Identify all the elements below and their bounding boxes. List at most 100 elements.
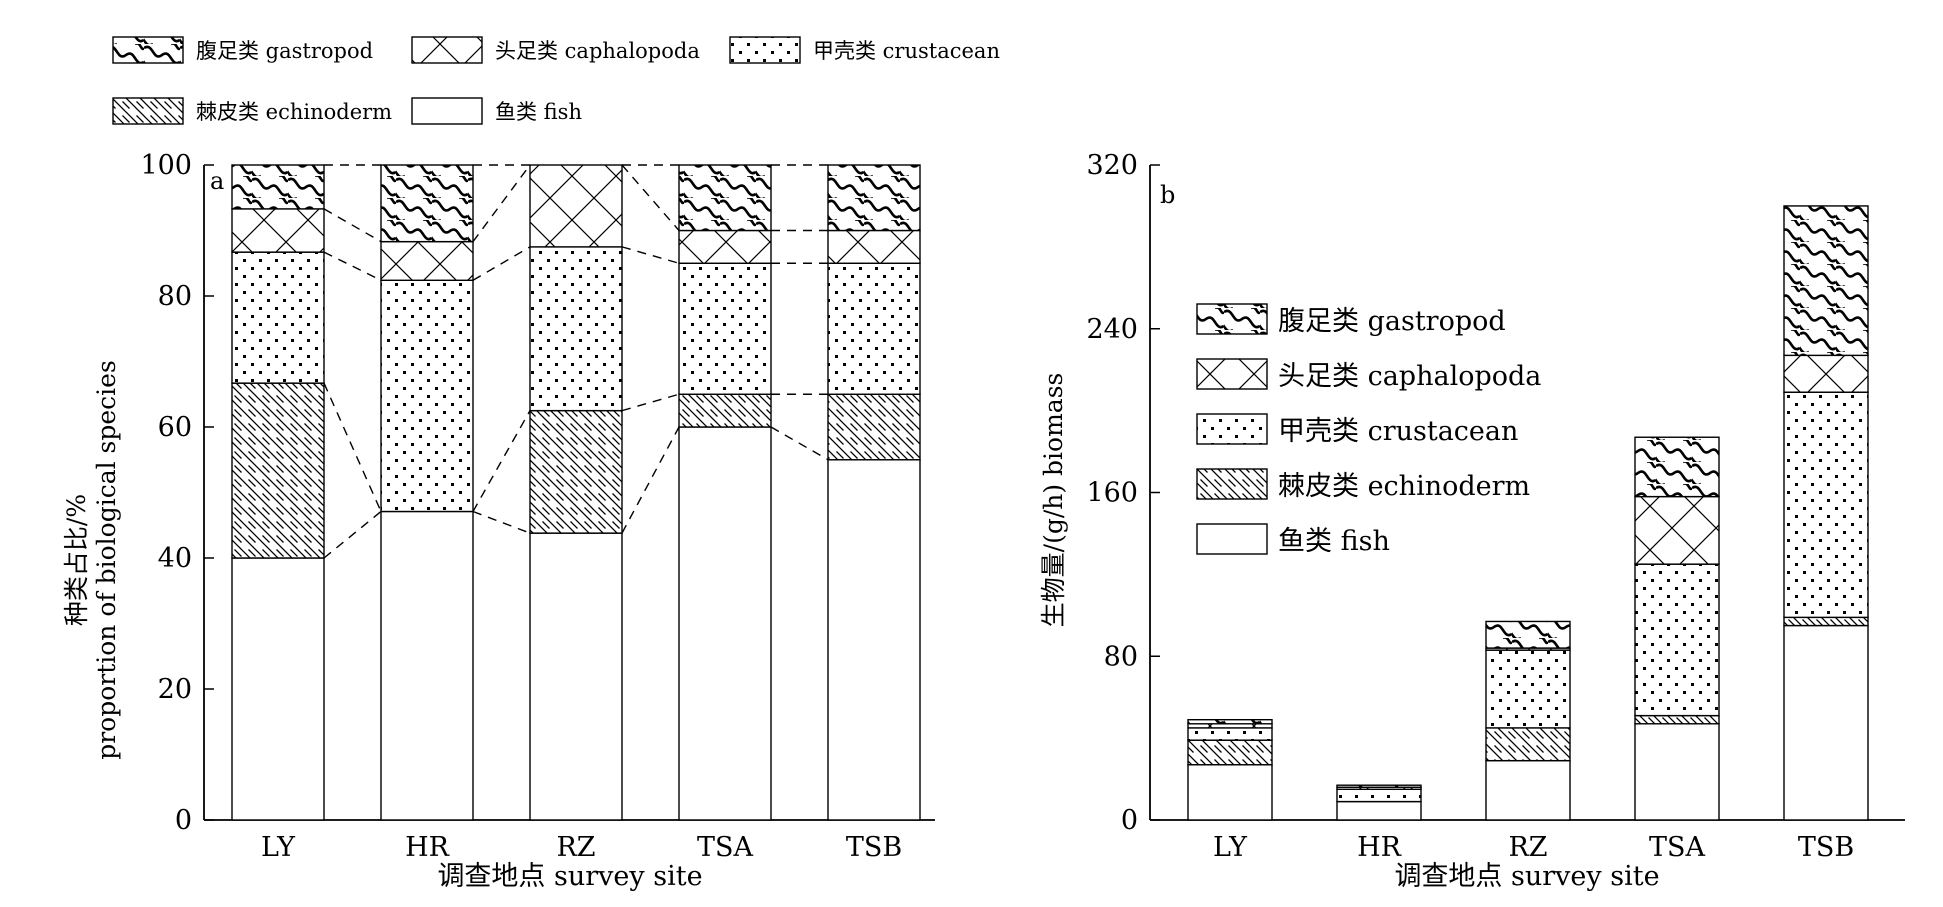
panel-a-bar-TSB-fish — [827, 459, 921, 821]
panel-a-connector-line — [323, 510, 382, 559]
panel-a-ytick-label: 60 — [158, 412, 192, 443]
panel-a-bar-LY-fish — [231, 557, 325, 821]
inner-legend-swatch-echinoderm — [1196, 468, 1268, 500]
panel-a-bar-LY-gastropod — [231, 164, 325, 210]
inner-legend-label-fish: 鱼类 fish — [1278, 526, 1390, 557]
svg-text:生物量/(g/h) biomass: 生物量/(g/h) biomass — [1039, 373, 1068, 628]
panel-a-bar-TSB-gastropod — [827, 164, 921, 232]
panel-b-xtick-label: HR — [1357, 832, 1402, 863]
panel-a-ytick-label: 40 — [158, 543, 192, 574]
panel-a-connector-line — [323, 208, 382, 243]
legend-swatch-echinoderm — [112, 97, 184, 125]
inner-legend-item-crustacean: 甲壳类 crustacean — [1196, 413, 1518, 447]
panel-a-connector-line — [472, 510, 531, 534]
inner-legend-item-fish: 鱼类 fish — [1196, 523, 1390, 557]
panel-b-bar-HR-crustacean — [1336, 788, 1422, 803]
panel-a-xtick-label: HR — [405, 832, 450, 863]
legend-item-cephalopoda: 头足类 caphalopoda — [411, 36, 700, 64]
inner-legend-swatch-cephalopoda — [1196, 358, 1268, 390]
panel-a-ytick-label: 100 — [140, 150, 192, 181]
panel-b-xtick-label: LY — [1213, 832, 1248, 863]
panel-a-bar-HR-gastropod — [380, 164, 474, 243]
panel-b-bar-TSA-caphalopoda — [1634, 495, 1720, 565]
panel-a-connector-line — [621, 246, 680, 264]
panel-a-connector-line — [621, 164, 680, 231]
inner-legend-label-gastropod: 腹足类 gastropod — [1278, 306, 1506, 337]
panel-b-label: b — [1160, 181, 1175, 209]
inner-legend-swatch-crustacean — [1196, 413, 1268, 445]
panel-b-bar-LY-echinoderm — [1187, 739, 1273, 766]
panel-a-bar-RZ-echinoderm — [529, 409, 623, 534]
panel-a-bar-TSB-caphalopoda — [827, 229, 921, 264]
panel-b-bar-LY-fish — [1187, 764, 1273, 821]
panel-a-connector-line — [323, 382, 382, 512]
panel-b-bar-TSB-crustacean — [1783, 391, 1869, 619]
panel-a-ylabel: 种类占比/%proportion of biological species — [62, 360, 121, 760]
panel-a-connector-line — [472, 246, 531, 281]
panel-b-ytick-label: 80 — [1104, 641, 1138, 672]
legend-label-gastropod: 腹足类 gastropod — [196, 39, 373, 63]
panel-a-bar-TSA-gastropod — [678, 164, 772, 232]
inner-legend-swatch-fish — [1196, 523, 1268, 555]
panel-a-bar-RZ-crustacean — [529, 246, 623, 412]
panel-b-ytick-label: 320 — [1086, 150, 1138, 181]
panel-a-connector-line — [323, 251, 382, 281]
panel-a-bar-TSA-caphalopoda — [678, 229, 772, 264]
legend-swatch-gastropod — [112, 36, 184, 64]
panel-a-xtick-label: RZ — [556, 832, 595, 863]
panel-b-xtick-label: TSA — [1649, 832, 1706, 863]
panel-a-xtick-label: TSA — [697, 832, 754, 863]
legend-item-crustacean: 甲壳类 crustacean — [729, 36, 1000, 64]
inner-legend-item-cephalopoda: 头足类 caphalopoda — [1196, 358, 1541, 392]
inner-legend-label-crustacean: 甲壳类 crustacean — [1278, 416, 1518, 447]
panel-b-xlabel: 调查地点 survey site — [1394, 861, 1659, 892]
panel-a-xtick-label: TSB — [846, 832, 902, 863]
inner-legend-item-gastropod: 腹足类 gastropod — [1196, 303, 1506, 337]
panel-a-xlabel: 调查地点 survey site — [437, 861, 702, 892]
panel-b-ytick-label: 160 — [1086, 478, 1138, 509]
legend-label-fish: 鱼类 fish — [495, 100, 582, 124]
legend-label-crustacean: 甲壳类 crustacean — [813, 39, 1000, 63]
panel-b-ytick-label: 0 — [1121, 805, 1138, 836]
panel-a-connector-line — [472, 164, 531, 243]
legend-item-echinoderm: 棘皮类 echinoderm — [112, 97, 392, 125]
legend-swatch-fish — [411, 97, 483, 125]
panel-a-bar-HR-crustacean — [380, 279, 474, 513]
legend-swatch-crustacean — [729, 36, 801, 64]
panel-b-bar-TSA-gastropod — [1634, 436, 1720, 498]
panel-a-bar-TSA-fish — [678, 426, 772, 821]
top-legend: 腹足类 gastropod 头足类 caphalopoda 甲壳类 crusta… — [112, 36, 1000, 125]
panel-a-bar-LY-echinoderm — [231, 382, 325, 559]
panel-a-ytick-label: 20 — [158, 674, 192, 705]
panel-b-bar-HR-gastropod — [1336, 784, 1422, 788]
legend-label-cephalopoda: 头足类 caphalopoda — [495, 39, 700, 63]
panel-b-bar-TSB-gastropod — [1783, 205, 1869, 357]
panel-a-ytick-label: 80 — [158, 281, 192, 312]
panel-b-xtick-label: TSB — [1798, 832, 1854, 863]
panel-b-xtick-label: RZ — [1508, 832, 1547, 863]
panel-b-bar-HR-fish — [1336, 800, 1422, 821]
panel-a-connector-line — [472, 410, 531, 512]
panel-b-bar-TSA-fish — [1634, 723, 1720, 821]
panel-a-bar-TSB-crustacean — [827, 262, 921, 395]
panel-a-bar-TSB-echinoderm — [827, 393, 921, 461]
panel-a-bar-HR-caphalopoda — [380, 240, 474, 281]
panel-a-ylabel-text: 种类占比/%proportion of biological species — [62, 360, 121, 760]
panel-a-bar-LY-crustacean — [231, 251, 325, 384]
panel-b-bar-TSB-fish — [1783, 624, 1869, 821]
panel-b-bar-RZ-echinoderm — [1485, 727, 1571, 762]
panel-a-xtick-label: LY — [261, 832, 296, 863]
panel-a-bar-TSA-echinoderm — [678, 393, 772, 428]
inner-legend-label-cephalopoda: 头足类 caphalopoda — [1278, 361, 1541, 392]
inner-legend-swatch-gastropod — [1196, 303, 1268, 335]
panel-a-connector-line — [621, 426, 680, 534]
panel-a-bar-RZ-caphalopoda — [529, 164, 623, 248]
legend-label-echinoderm: 棘皮类 echinoderm — [196, 100, 392, 124]
panel-b-bar-TSB-echinoderm — [1783, 616, 1869, 627]
panel-a-connector-line — [621, 393, 680, 412]
legend-item-fish: 鱼类 fish — [411, 97, 582, 125]
panel-b-bar-TSA-echinoderm — [1634, 714, 1720, 725]
panel-a-bar-HR-fish — [380, 510, 474, 821]
